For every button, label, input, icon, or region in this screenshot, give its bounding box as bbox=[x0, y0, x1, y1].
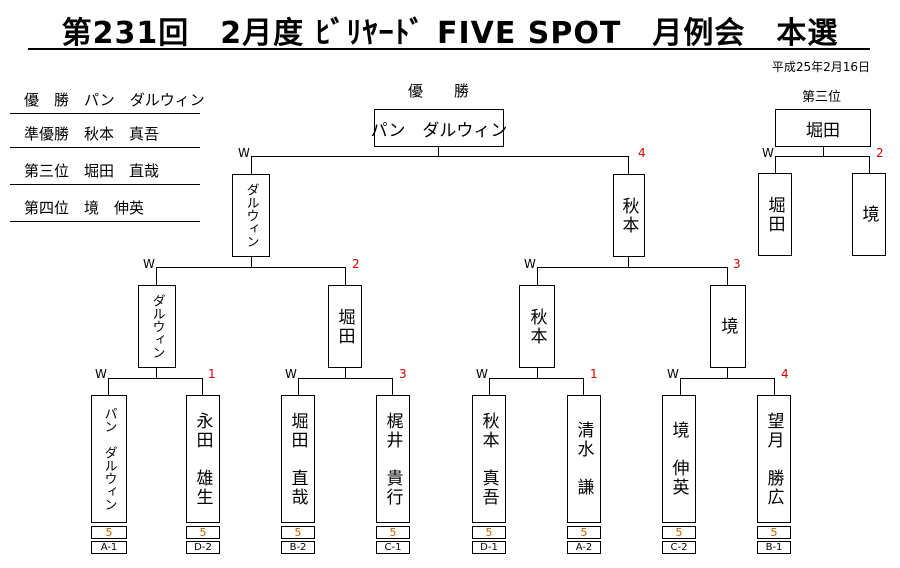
bracket-line bbox=[628, 257, 629, 267]
race-to-cell: 5 bbox=[186, 526, 220, 539]
bracket-line bbox=[156, 267, 157, 285]
race-to-cell: 5 bbox=[567, 526, 601, 539]
bracket-line bbox=[438, 147, 439, 156]
match-score: 4 bbox=[781, 367, 789, 381]
winner-mark: W bbox=[762, 146, 774, 160]
bracket-line bbox=[108, 378, 109, 395]
seed-cell: A-2 bbox=[567, 541, 601, 554]
winner-mark: W bbox=[143, 257, 155, 271]
race-to-cell: 5 bbox=[662, 526, 696, 539]
third-place-winner-box: 堀田 bbox=[775, 109, 871, 147]
player-box: 望月 勝広 bbox=[757, 395, 791, 523]
page-title: 第231回 2月度 ﾋﾞﾘﾔｰﾄﾞ FIVE SPOT 月例会 本選 bbox=[61, 16, 839, 51]
bracket-line bbox=[298, 378, 393, 379]
final-winner-box: パン ダルウィン bbox=[371, 109, 507, 147]
bracket-line bbox=[489, 378, 584, 379]
seed-cell: A-1 bbox=[91, 541, 127, 554]
quarterfinal-box: 境 bbox=[710, 285, 746, 368]
match-score: 2 bbox=[876, 146, 884, 160]
bracket-line bbox=[774, 378, 775, 395]
bracket-line bbox=[537, 267, 538, 285]
player-box: パン ダルウィン bbox=[91, 395, 127, 523]
result-fourth: 第四位 境 伸英 bbox=[10, 196, 200, 222]
bracket-line bbox=[727, 368, 728, 378]
bracket-line bbox=[156, 267, 346, 268]
third-place-player-box: 境 bbox=[852, 173, 886, 256]
bracket-line bbox=[251, 257, 252, 267]
bracket-line bbox=[869, 156, 870, 173]
bracket-line bbox=[202, 378, 203, 395]
winner-mark: W bbox=[667, 367, 679, 381]
quarterfinal-box: 秋本 bbox=[519, 285, 555, 368]
race-to-cell: 5 bbox=[472, 526, 506, 539]
bracket-line bbox=[251, 156, 252, 174]
semifinal-box: 秋本 bbox=[613, 174, 645, 257]
bracket-line bbox=[537, 267, 728, 268]
bracket-line bbox=[108, 378, 203, 379]
match-score: 4 bbox=[638, 146, 646, 160]
match-score: 1 bbox=[590, 367, 598, 381]
race-to-cell: 5 bbox=[281, 526, 315, 539]
race-to-cell: 5 bbox=[376, 526, 410, 539]
bracket-line bbox=[727, 267, 728, 285]
seed-cell: B-1 bbox=[757, 541, 791, 554]
seed-cell: C-1 bbox=[376, 541, 410, 554]
bracket-line bbox=[680, 378, 775, 379]
semifinal-box: ダルウィン bbox=[232, 174, 270, 257]
player-box: 梶井 貴行 bbox=[376, 395, 410, 523]
seed-cell: B-2 bbox=[281, 541, 315, 554]
player-box: 清水 謙 bbox=[567, 395, 601, 523]
player-box: 境 伸英 bbox=[662, 395, 696, 523]
match-score: 1 bbox=[208, 367, 216, 381]
player-box: 秋本 真吾 bbox=[472, 395, 506, 523]
bracket-line bbox=[775, 156, 870, 157]
winner-mark: W bbox=[238, 146, 250, 160]
bracket-line bbox=[345, 267, 346, 285]
final-label: 優 勝 bbox=[408, 82, 478, 100]
third-place-label: 第三位 bbox=[802, 90, 842, 105]
bracket-line bbox=[537, 368, 538, 378]
quarterfinal-box: 堀田 bbox=[328, 285, 362, 368]
bracket-line bbox=[251, 156, 629, 157]
seed-cell: D-2 bbox=[186, 541, 220, 554]
seed-cell: C-2 bbox=[662, 541, 696, 554]
bracket-line bbox=[823, 147, 824, 156]
player-box: 堀田 直哉 bbox=[281, 395, 315, 523]
bracket-line bbox=[298, 378, 299, 395]
bracket-line bbox=[583, 378, 584, 395]
result-runner-up: 準優勝 秋本 真吾 bbox=[10, 122, 200, 148]
match-score: 2 bbox=[352, 257, 360, 271]
match-score: 3 bbox=[733, 257, 741, 271]
race-to-cell: 5 bbox=[757, 526, 791, 539]
bracket-line bbox=[156, 368, 157, 378]
result-third: 第三位 堀田 直哉 bbox=[10, 159, 200, 185]
winner-mark: W bbox=[524, 257, 536, 271]
player-box: 永田 雄生 bbox=[186, 395, 220, 523]
bracket-line bbox=[345, 368, 346, 378]
title-underline bbox=[28, 48, 870, 50]
quarterfinal-box: ダルウィン bbox=[138, 285, 176, 368]
winner-mark: W bbox=[285, 367, 297, 381]
result-winner: 優 勝 パン ダルウィン bbox=[10, 88, 205, 114]
bracket-line bbox=[628, 156, 629, 174]
third-place-player-box: 堀田 bbox=[758, 173, 792, 256]
winner-mark: W bbox=[95, 367, 107, 381]
bracket-line bbox=[392, 378, 393, 395]
seed-cell: D-1 bbox=[472, 541, 506, 554]
match-score: 3 bbox=[399, 367, 407, 381]
bracket-line bbox=[775, 156, 776, 173]
winner-mark: W bbox=[476, 367, 488, 381]
bracket-line bbox=[489, 378, 490, 395]
event-date: 平成25年2月16日 bbox=[771, 60, 870, 74]
bracket-line bbox=[680, 378, 681, 395]
race-to-cell: 5 bbox=[91, 526, 127, 539]
